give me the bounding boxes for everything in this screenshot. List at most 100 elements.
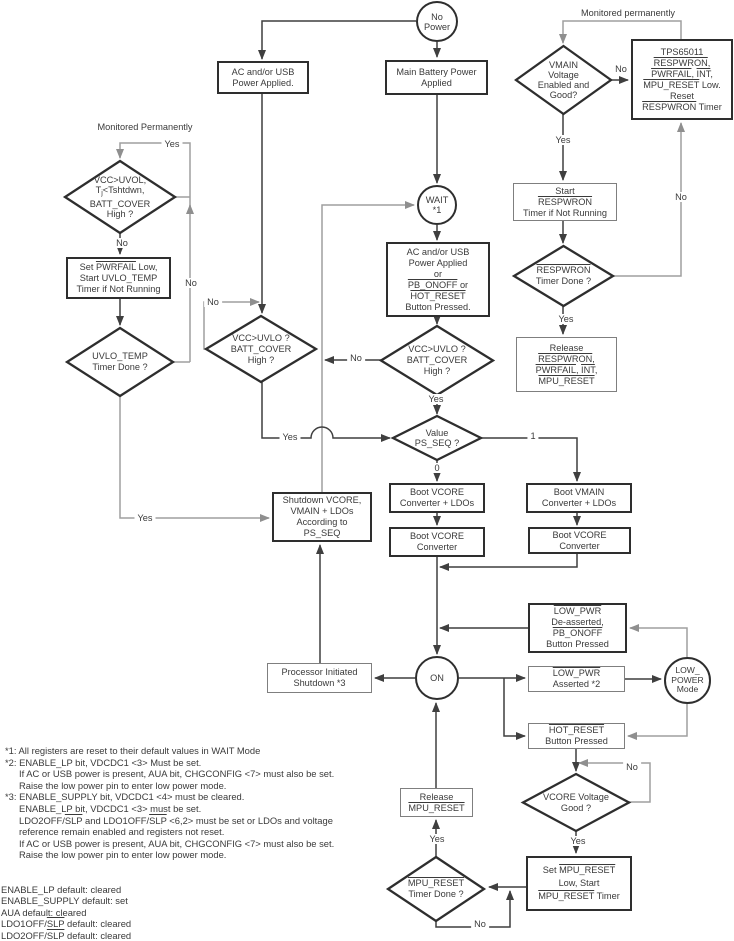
node-text-line: BATT_COVER	[230, 343, 292, 354]
active-low-signal: PB_ONOFF	[552, 628, 603, 638]
node-text-line: PWRFAIL, INT,	[535, 364, 598, 375]
node-text-line: Button Pressed.	[405, 301, 471, 312]
shape-value-ps-seq	[390, 414, 484, 462]
subscript-text: j	[101, 190, 103, 197]
node-text-line: No	[431, 11, 443, 22]
node-text-line: Mode	[676, 684, 699, 695]
active-low-signal: RESPWRON	[537, 196, 593, 207]
node-text-line: Timer Done ?	[535, 276, 592, 286]
active-low-signal: SLP	[46, 929, 65, 941]
flow-connector	[119, 396, 270, 522]
node-text-line: VCC>UVOL,	[93, 175, 147, 185]
node-text-line: According to	[296, 517, 348, 527]
node-text-line: Timer if Not Running	[523, 207, 607, 218]
node-text-line: MPU_RESET	[408, 878, 464, 889]
active-low-signal: PB_ONOFF	[407, 279, 458, 290]
node-text-line: Processor Initiated	[281, 667, 358, 677]
footnote-line: reference remain enabled and registers n…	[19, 826, 225, 838]
node-text-line: Good?	[549, 90, 578, 100]
node-text-line: ON	[430, 673, 444, 683]
edge-label: Monitored permanently	[581, 8, 675, 18]
node-text-line: LOW_PWR	[554, 606, 601, 617]
node-text-line: BATT_COVER	[89, 199, 151, 209]
edge-label: No	[623, 762, 641, 772]
footnote-line: *1: All registers are reset to their def…	[5, 745, 261, 756]
node-text-line: Tj<Tshtdwn,	[95, 185, 145, 197]
node-text-line: Applied	[421, 77, 452, 88]
node-text-line: Converter + LDOs	[399, 498, 475, 508]
node-text-line: PS_SEQ	[303, 528, 341, 538]
edge-label: No	[471, 919, 489, 929]
active-low-signal: INT	[696, 68, 711, 79]
flow-connector	[261, 382, 391, 442]
edge-label: No	[347, 353, 365, 363]
active-low-signal: SLP	[46, 918, 65, 930]
node-text-line: Enabled and	[537, 80, 590, 90]
shape-vcc-uvol	[62, 159, 178, 235]
footnote-line: Raise the low power pin to enter low pow…	[19, 779, 227, 791]
edge-label: Yes	[552, 135, 574, 145]
shape-vcore-good	[520, 772, 632, 833]
active-low-signal: RESPWRON	[536, 265, 591, 275]
flow-connector	[116, 142, 191, 362]
node-text-line: Start UVLO_TEMP	[79, 272, 158, 283]
flow-connector	[439, 554, 578, 571]
active-low-signal: HOT_RESET	[410, 290, 466, 301]
node-text-line: WAIT	[425, 195, 449, 205]
node-text-line: High ?	[423, 366, 451, 376]
node-text-line: LOW_	[675, 665, 700, 676]
node-text-line: Power Applied	[408, 257, 468, 268]
node-text-line: VCC>UVLO ?	[408, 344, 466, 354]
node-text-line: Asserted *2	[552, 679, 601, 689]
shape-uvlo-temp-done	[64, 326, 176, 398]
edge-label: No	[672, 192, 690, 202]
node-text-line: Set MPU_RESET	[542, 865, 616, 875]
node-text-line: De-asserted,	[551, 617, 604, 627]
flow-connector	[321, 201, 415, 492]
node-text-line: High ?	[247, 354, 275, 365]
edge-label: 1	[527, 431, 539, 441]
node-text-line: Power Applied.	[232, 77, 294, 88]
edge-label: Yes	[161, 139, 183, 149]
footnote-line: *2: ENABLE_LP bit, VDCDC1 <3> Must be se…	[5, 756, 202, 768]
node-text-line: Shutdown VCORE,	[282, 495, 362, 505]
node-text-line: PB_ONOFF or	[407, 279, 469, 290]
node-text-line: VCORE Voltage	[543, 791, 609, 802]
active-low-signal: MPU_RESET	[538, 891, 595, 901]
node-text-line: Low, Start	[558, 878, 600, 888]
node-text-line: Power	[423, 21, 451, 32]
active-low-signal: RESPWRON	[538, 353, 593, 364]
node-text-line: VCC>UVLO ?	[232, 332, 290, 343]
active-low-signal: RESPWRON	[653, 57, 708, 68]
active-low-signal: MPU_RESET	[559, 865, 616, 875]
active-low-signal: INT	[581, 364, 595, 375]
shape-vcc-uvlo-left	[203, 314, 319, 384]
edge-label: No	[204, 297, 222, 307]
default-value-line: ENABLE_SUPPLY default: set	[1, 895, 128, 907]
node-text-line: VMAIN	[548, 60, 579, 70]
node-text-line: Value	[425, 428, 449, 438]
node-text-line: Reset	[669, 90, 694, 101]
